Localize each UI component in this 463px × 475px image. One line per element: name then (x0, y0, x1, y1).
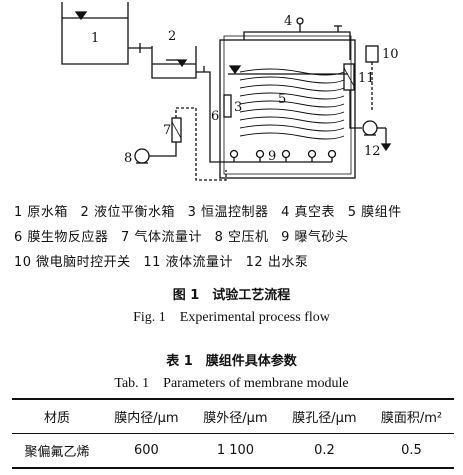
outlet-pump (362, 120, 392, 152)
table-cell: 0.2 (314, 443, 335, 458)
legend-item: 4 真空表 (281, 205, 336, 220)
diagram-label-1: 1 (91, 31, 99, 46)
figure-caption-cn: 图 1 试验工艺流程 (172, 288, 291, 303)
legend-item: 7 气体流量计 (121, 230, 202, 245)
air-compressor (134, 148, 150, 164)
diagram-label-12: 12 (364, 144, 381, 159)
column-header: 膜内径/μm (114, 411, 179, 426)
column-header: 膜面积/m² (380, 411, 443, 426)
diagram-label-3: 3 (234, 100, 242, 115)
table-cell: 聚偏氟乙烯 (24, 445, 90, 460)
legend-item: 10 微电脑时控开关 (14, 255, 131, 270)
table-row: 聚偏氟乙烯 600 1 100 0.2 0.5 (12, 434, 454, 468)
legend-item: 8 空压机 (214, 230, 269, 245)
table-caption-en: Tab. 1 Parameters of membrane module (114, 376, 349, 391)
diagram-label-11: 11 (358, 71, 375, 86)
table-cell: 0.5 (401, 443, 422, 458)
figure-legend: 1 原水箱 2 液位平衡水箱 3 恒温控制器 4 真空表 5 膜组件 6 膜生物… (14, 200, 454, 275)
figure-caption-en: Fig. 1 Experimental process flow (133, 310, 330, 325)
timer-switch (365, 45, 379, 63)
legend-item: 6 膜生物反应器 (14, 230, 109, 245)
table-cell: 600 (134, 443, 159, 458)
membrane-bioreactor (219, 35, 356, 179)
column-header: 膜孔径/μm (292, 411, 357, 426)
table-header-row: 材质 膜内径/μm 膜外径/μm 膜孔径/μm 膜面积/m² (12, 399, 454, 434)
diagram-label-8: 8 (124, 151, 132, 166)
table-cell: 1 100 (216, 443, 255, 458)
membrane-parameters-table: 材质 膜内径/μm 膜外径/μm 膜孔径/μm 膜面积/m² 聚偏氟乙烯 600… (12, 398, 454, 469)
legend-item: 3 恒温控制器 (187, 205, 269, 220)
diagram-label-2: 2 (168, 29, 176, 44)
legend-item: 9 曝气砂头 (281, 230, 349, 245)
legend-item: 1 原水箱 (14, 205, 68, 220)
diagram-label-4: 4 (284, 14, 292, 29)
table-caption-cn: 表 1 膜组件具体参数 (166, 354, 297, 369)
membrane-module (239, 68, 345, 140)
legend-item: 2 液位平衡水箱 (80, 205, 175, 220)
legend-item: 12 出水泵 (245, 255, 309, 270)
diagram-label-7: 7 (163, 123, 171, 138)
diagram-label-9: 9 (268, 149, 276, 164)
liquid-flow-meter (343, 63, 355, 91)
temperature-controller (223, 94, 232, 118)
diagram-label-5: 5 (278, 92, 286, 107)
level-balance-tank (151, 46, 197, 79)
legend-item: 5 膜组件 (347, 205, 402, 220)
diagram-label-6: 6 (211, 109, 219, 124)
vacuum-gauge (296, 17, 304, 25)
legend-item: 11 液体流量计 (143, 255, 234, 270)
process-flow-diagram: 1 2 5 (61, 2, 399, 181)
raw-water-tank (61, 2, 129, 65)
diagram-label-10: 10 (382, 47, 399, 62)
column-header: 膜外径/μm (203, 411, 268, 426)
column-header: 材质 (43, 411, 70, 426)
